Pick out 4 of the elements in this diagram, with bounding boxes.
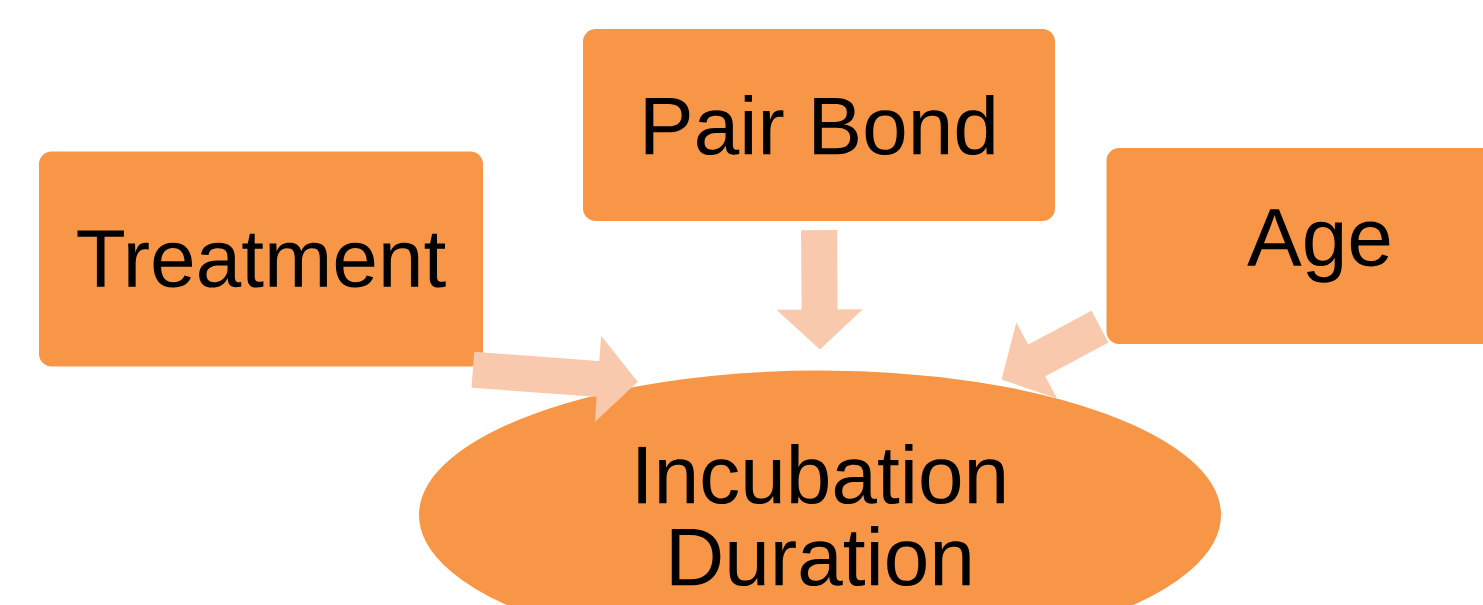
process-box: Treatment (36, 148, 486, 370)
ellipse-node: Incubation Duration (416, 367, 1224, 605)
process-box: Age (1103, 145, 1483, 347)
process-box: Pair Bond (580, 26, 1058, 224)
